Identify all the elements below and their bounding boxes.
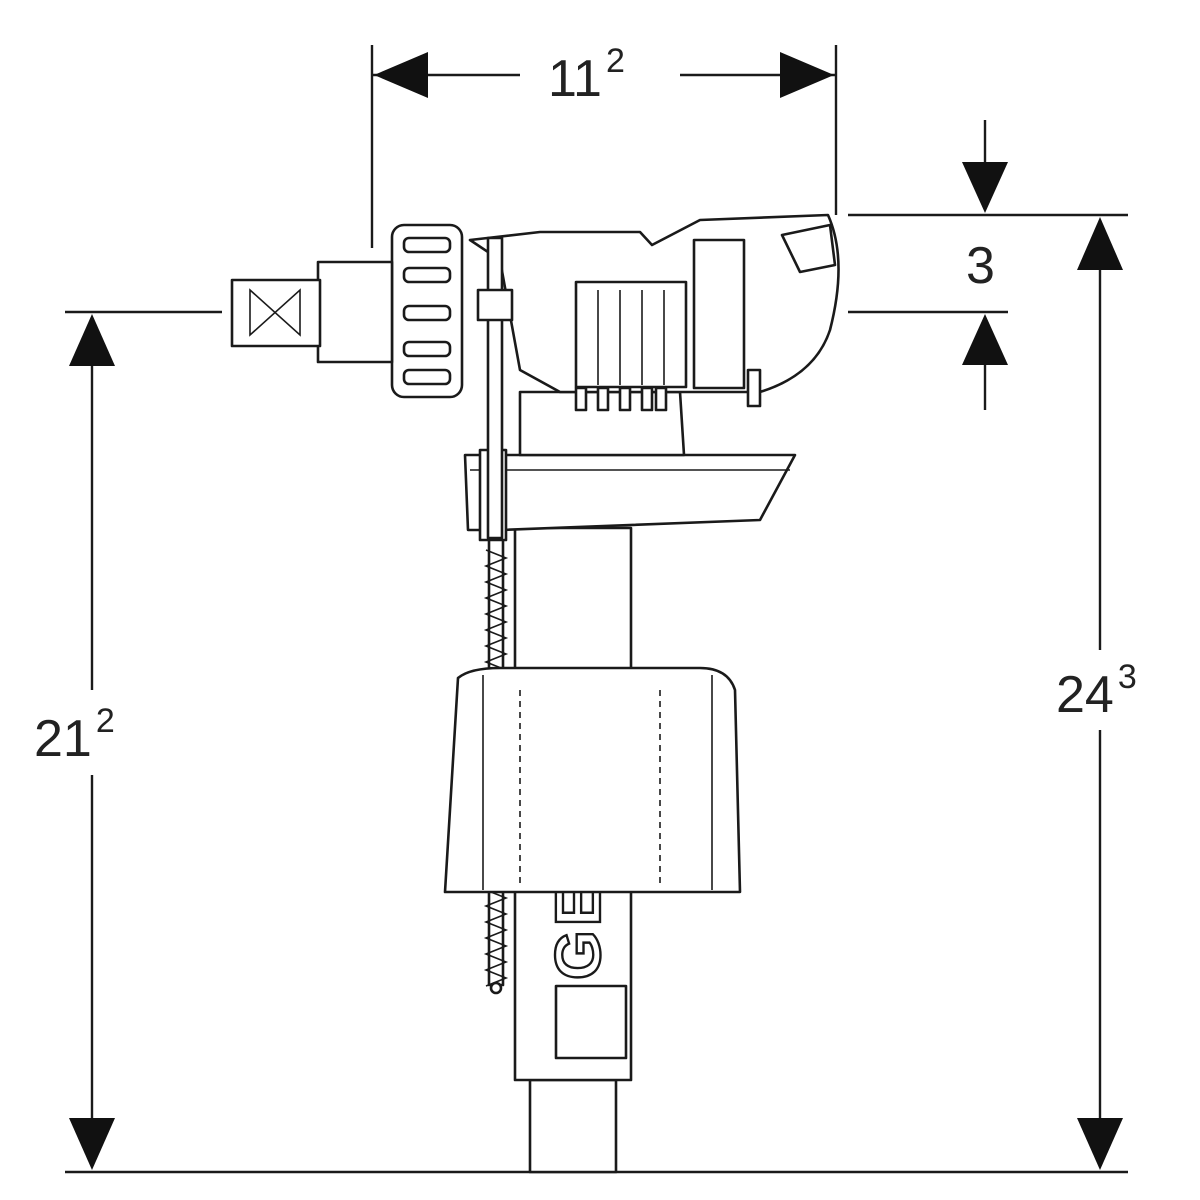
- float: [443, 666, 742, 894]
- arrow-up-icon: [1077, 217, 1123, 270]
- dimension-outlet-offset: 3: [848, 120, 1128, 410]
- inlet-body: [316, 260, 394, 364]
- dimension-label-offset: 3: [966, 237, 995, 295]
- tube-end: [528, 1078, 618, 1174]
- arrow-right-icon: [780, 52, 834, 98]
- outlet-nozzle: [780, 223, 837, 274]
- logo-square: [554, 984, 628, 1060]
- adjust-rod: [486, 236, 504, 540]
- arrow-down-icon: [1077, 1118, 1123, 1170]
- housing-rib: [692, 238, 746, 390]
- cup: [463, 453, 797, 532]
- valve-chamber: [574, 280, 688, 389]
- arrow-down-icon: [962, 162, 1008, 213]
- arrow-left-icon: [374, 52, 428, 98]
- fill-valve: GEBERIT: [230, 213, 840, 1174]
- arrow-up-icon: [962, 314, 1008, 365]
- arrow-up-icon: [69, 314, 115, 366]
- arrow-down-icon: [69, 1118, 115, 1170]
